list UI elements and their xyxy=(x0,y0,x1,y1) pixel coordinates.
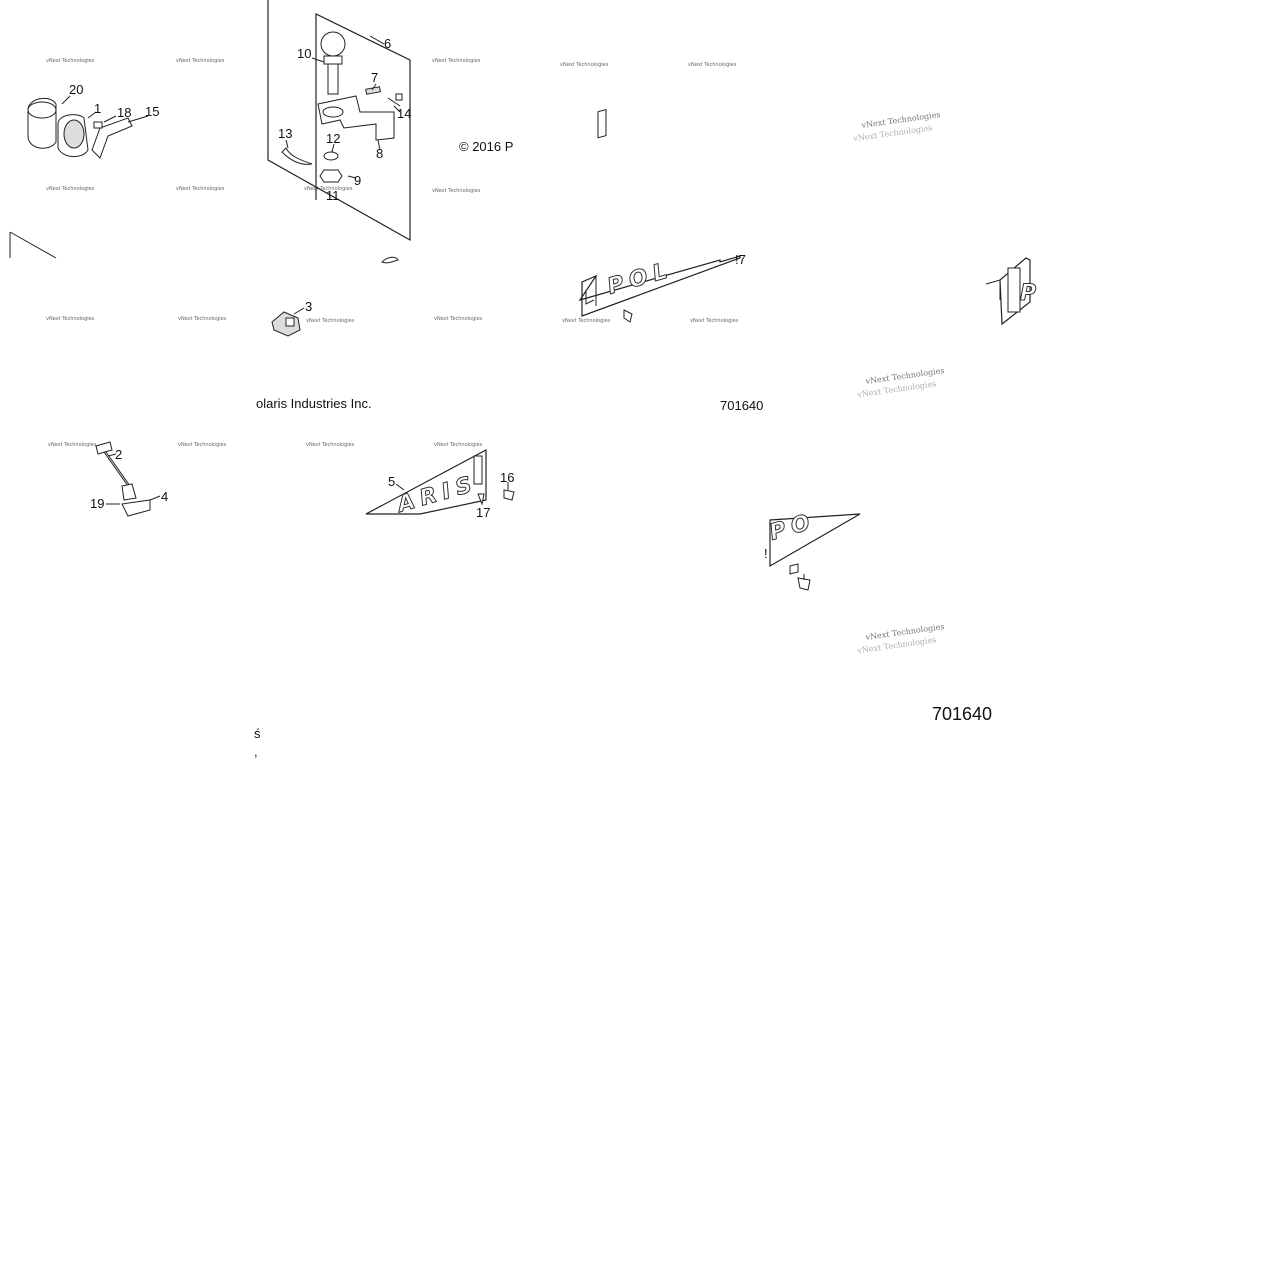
copyright-top: © 2016 P xyxy=(459,139,513,154)
callout-16: 16 xyxy=(500,470,514,485)
callout-15: 15 xyxy=(145,104,159,119)
callout-19: 19 xyxy=(90,496,104,511)
callout-1: 1 xyxy=(94,101,101,116)
watermark: vNext Technologies xyxy=(562,318,611,324)
watermark: vNext Technologies xyxy=(432,58,481,64)
decal-right-text: P xyxy=(1020,281,1042,306)
watermark: vNext Technologies xyxy=(688,62,737,68)
callout-20: 20 xyxy=(69,82,83,97)
callout-11: 11 xyxy=(326,188,340,203)
callout-17b: ! xyxy=(764,546,768,561)
decal-bottom: PO xyxy=(766,508,861,591)
watermark-large-group: vNext Technologies vNext Technologies vN… xyxy=(852,110,945,655)
watermark: vNext Technologies xyxy=(434,316,483,322)
callout-12: 12 xyxy=(326,131,340,146)
fragment-text: , xyxy=(254,744,258,759)
watermark-grid: vNext Technologies vNext Technologies vN… xyxy=(46,58,739,448)
callout-8: 8 xyxy=(376,146,383,161)
callout-5: 5 xyxy=(388,474,395,489)
watermark: vNext Technologies xyxy=(48,442,97,448)
callout-9: 9 xyxy=(354,173,361,188)
hitch-leaders xyxy=(285,35,401,179)
callout-17: 17 xyxy=(476,505,490,520)
watermark: vNext Technologies xyxy=(304,186,353,192)
callout-4: 4 xyxy=(161,489,168,504)
callout-7: 7 xyxy=(371,70,378,85)
hitch-assembly xyxy=(267,0,411,242)
wiring-plug xyxy=(95,441,161,517)
callout-17-fragment: !7 xyxy=(735,252,746,267)
decal-top-text: POL xyxy=(605,257,676,299)
callout-6: 6 xyxy=(384,36,391,51)
watermark: vNext Technologies xyxy=(176,186,225,192)
callout-2: 2 xyxy=(115,447,122,462)
watermark: vNext Technologies xyxy=(432,188,481,194)
fragment xyxy=(381,256,399,264)
watermark: vNext Technologies xyxy=(176,58,225,64)
receiver-outlet xyxy=(27,95,149,159)
hitch-ball xyxy=(320,31,346,57)
watermark: vNext Technologies xyxy=(46,58,95,64)
watermark: vNext Technologies xyxy=(46,186,95,192)
watermark: vNext Technologies xyxy=(46,316,95,322)
callout-3: 3 xyxy=(305,299,312,314)
callout-13: 13 xyxy=(278,126,292,141)
callout-18: 18 xyxy=(117,105,131,120)
code-bottom: 701640 xyxy=(932,704,992,724)
decal-bottom-text: PO xyxy=(767,509,819,546)
callout-10: 10 xyxy=(297,46,311,61)
decal-top: POL xyxy=(578,108,741,323)
watermark: vNext Technologies xyxy=(560,62,609,68)
watermark: vNext Technologies xyxy=(434,442,483,448)
watermark: vNext Technologies xyxy=(178,442,227,448)
callout-14: 14 xyxy=(397,106,411,121)
decal-mid-text: ARIS xyxy=(393,471,481,518)
fragment xyxy=(9,231,57,259)
code-mid: 701640 xyxy=(720,398,763,413)
copyright-mid: olaris Industries Inc. xyxy=(256,396,372,411)
watermark: vNext Technologies xyxy=(178,316,227,322)
fragment-text: ś xyxy=(254,726,261,741)
watermark: vNext Technologies xyxy=(306,442,355,448)
connector-3 xyxy=(271,307,305,337)
watermark: vNext Technologies xyxy=(306,318,355,324)
watermark: vNext Technologies xyxy=(690,318,739,324)
decal-right-fragment: P xyxy=(985,257,1042,326)
